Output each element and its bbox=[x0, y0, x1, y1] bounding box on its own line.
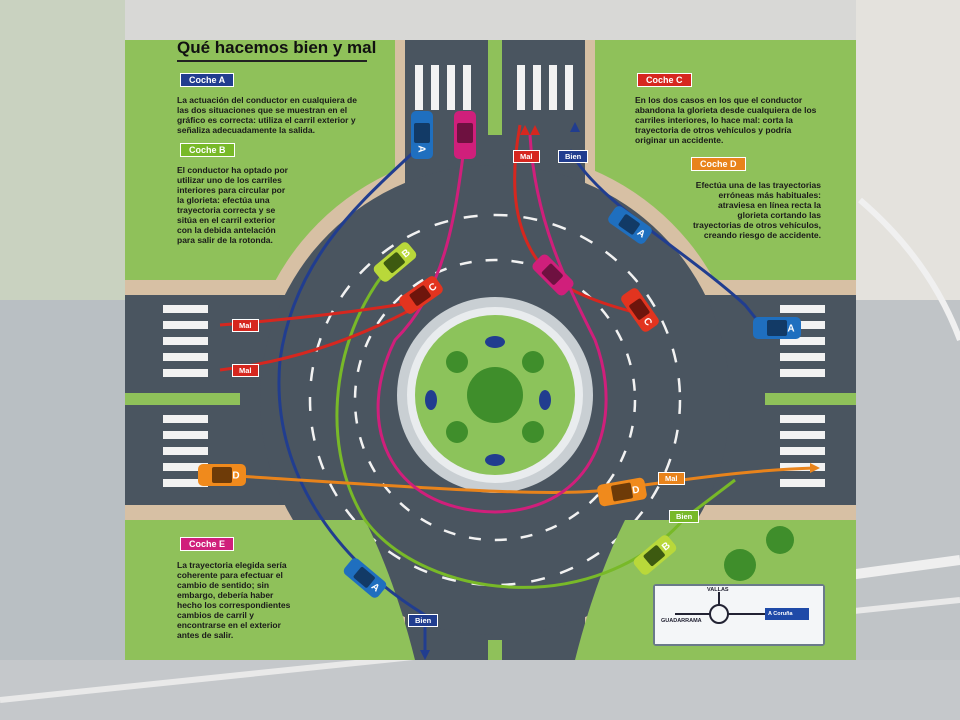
route-label-mal-top: Mal bbox=[513, 150, 540, 163]
car-e-right bbox=[532, 254, 574, 296]
route-label-bien-bottom: Bien bbox=[408, 614, 439, 627]
car-a-bottom: A bbox=[343, 558, 387, 598]
coche-a-tag: Coche A bbox=[180, 73, 235, 87]
coche-c-tag: Coche C bbox=[637, 73, 692, 87]
coche-d-text: Efectúa una de las trayectorias erróneas… bbox=[692, 180, 821, 240]
route-coche-b bbox=[335, 253, 736, 589]
page-title: Qué hacemos bien y mal bbox=[177, 40, 377, 57]
sign-right-label: A Coruña bbox=[768, 611, 793, 617]
sign-top-label: VALLAS bbox=[707, 587, 729, 593]
coche-b-text: El conductor ha optado por utilizar uno … bbox=[177, 165, 288, 245]
coche-d-tag: Coche D bbox=[691, 157, 746, 171]
car-d-right: D bbox=[597, 477, 647, 507]
coche-e-tag: Coche E bbox=[180, 537, 235, 551]
car-b: B bbox=[373, 242, 417, 282]
title-underline bbox=[177, 60, 367, 62]
car-letter-a: A bbox=[416, 145, 427, 152]
coche-e-text: La trayectoria elegida sería coherente p… bbox=[177, 560, 291, 640]
route-label-mal-right: Mal bbox=[658, 472, 685, 485]
roundabout-diagram: A B C C A A D D A B Qué hacemos bien y m… bbox=[125, 40, 856, 660]
car-c-right: C bbox=[621, 288, 659, 332]
car-a-right: A bbox=[753, 317, 801, 339]
route-label-bien-right: Bien bbox=[669, 510, 700, 523]
route-coche-d bbox=[219, 466, 816, 494]
car-letter-d: D bbox=[232, 471, 239, 482]
car-b-bottom: B bbox=[633, 535, 677, 575]
crosswalk-top bbox=[415, 65, 573, 110]
route-label-bien-top: Bien bbox=[558, 150, 589, 163]
car-e-top bbox=[454, 111, 476, 159]
coche-c-text: En los dos casos en los que el conductor… bbox=[635, 95, 817, 145]
route-label-mal-left-2: Mal bbox=[232, 364, 259, 377]
crosswalk-left bbox=[163, 305, 208, 487]
direction-sign: VALLAS GUADARRAMA A Coruña bbox=[653, 584, 825, 646]
car-a-top-right: A bbox=[608, 206, 652, 244]
car-letter-a: A bbox=[787, 324, 794, 335]
coche-a-text: La actuación del conductor en cualquiera… bbox=[177, 95, 357, 135]
car-letter-d: D bbox=[631, 485, 640, 497]
car-c-left: C bbox=[399, 276, 443, 314]
sign-left-label: GUADARRAMA bbox=[661, 618, 702, 624]
roundabout-graphic: A B C C A A D D A B bbox=[125, 40, 856, 660]
car-a-top-left: A bbox=[411, 111, 433, 159]
sign-graphic bbox=[655, 586, 823, 644]
car-d-left: D bbox=[198, 464, 246, 486]
coche-b-tag: Coche B bbox=[180, 143, 235, 157]
route-label-mal-left-1: Mal bbox=[232, 319, 259, 332]
